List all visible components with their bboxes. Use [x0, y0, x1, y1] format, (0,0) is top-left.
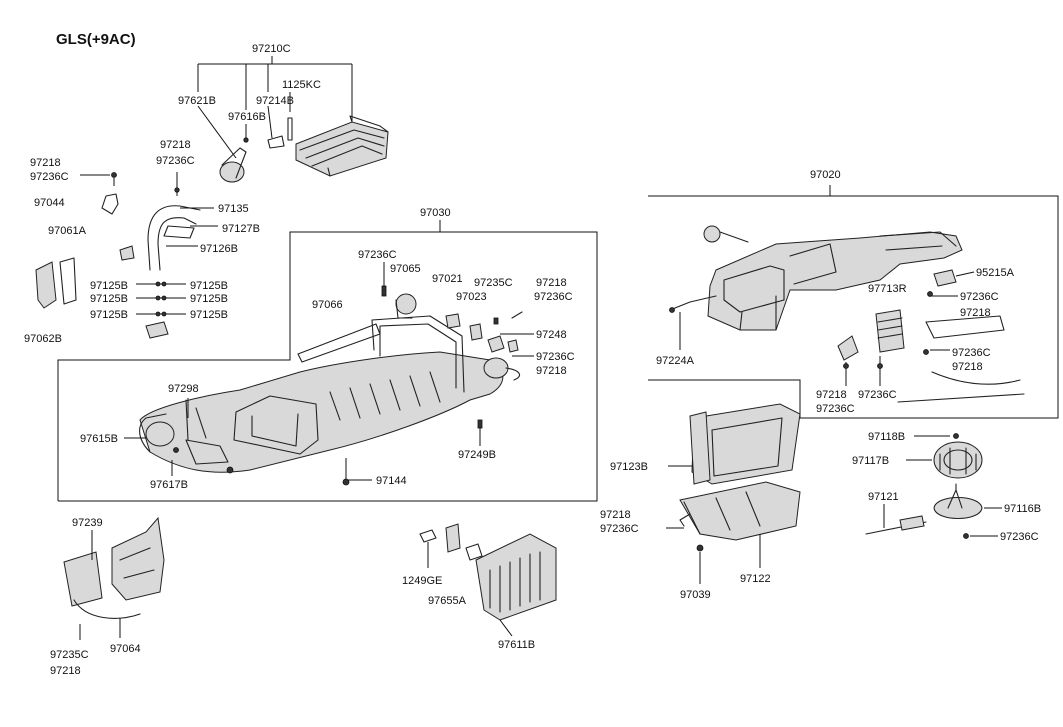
- label-97144: 97144: [376, 475, 407, 487]
- blower-case-97020: [669, 225, 963, 331]
- label-97616B: 97616B: [228, 111, 266, 123]
- label-97236C-g: 97236C: [952, 347, 991, 359]
- frame-97030: [57, 220, 598, 502]
- motor-97065: [395, 293, 417, 319]
- label-97621B: 97621B: [178, 95, 216, 107]
- pipe-fittings-1249GE: [419, 523, 461, 568]
- label-97236C-d: 97236C: [534, 291, 573, 303]
- label-97236C-h: 97236C: [858, 389, 897, 401]
- label-97236C-k: 97236C: [600, 523, 639, 535]
- label-97236C-f: 97236C: [960, 291, 999, 303]
- screw-97236C-heater: [381, 262, 387, 297]
- label-97655A: 97655A: [428, 595, 467, 607]
- label-97214B: 97214B: [256, 95, 294, 107]
- label-97062B: 97062B: [24, 333, 62, 345]
- label-97064: 97064: [110, 643, 141, 655]
- label-97125B-2: 97125B: [190, 280, 228, 292]
- label-95215A: 95215A: [976, 267, 1015, 279]
- duct-part-97210C: [295, 115, 389, 177]
- label-97239: 97239: [72, 517, 103, 529]
- label-97122: 97122: [740, 573, 771, 585]
- label-97236C-a: 97236C: [156, 155, 195, 167]
- label-97066: 97066: [312, 299, 343, 311]
- label-97235C-a: 97235C: [474, 277, 513, 289]
- lever-bracket-97062B: [35, 257, 169, 339]
- label-97218-g: 97218: [816, 389, 847, 401]
- label-97218-i: 97218: [50, 665, 81, 677]
- label-97218-e: 97218: [960, 307, 991, 319]
- label-97617B: 97617B: [150, 479, 188, 491]
- label-97065: 97065: [390, 263, 421, 275]
- label-97218-h: 97218: [600, 509, 631, 521]
- label-97218-b: 97218: [30, 157, 61, 169]
- label-97236C-i: 97236C: [816, 403, 855, 415]
- label-97023: 97023: [456, 291, 487, 303]
- leader-97210C: [197, 56, 353, 159]
- label-97121: 97121: [868, 491, 899, 503]
- label-97615B: 97615B: [80, 433, 118, 445]
- label-97298: 97298: [168, 383, 199, 395]
- clip-97044: [101, 193, 119, 215]
- label-97125B-6: 97125B: [190, 309, 228, 321]
- label-97218-a: 97218: [160, 139, 191, 151]
- label-97125B-1: 97125B: [90, 280, 128, 292]
- label-97135: 97135: [218, 203, 249, 215]
- actuators-97021: [445, 311, 523, 381]
- label-97117B: 97117B: [852, 455, 889, 467]
- label-97210C: 97210C: [252, 43, 291, 55]
- cable-assembly-97126B: [147, 205, 218, 271]
- label-97125B-3: 97125B: [90, 293, 128, 305]
- leaders-97020: [669, 271, 975, 386]
- label-97218-c: 97218: [536, 277, 567, 289]
- cable-97121: [865, 504, 927, 535]
- frame-97020: [648, 185, 1059, 419]
- leaders-heater: [124, 333, 534, 486]
- label-97235C-b: 97235C: [50, 649, 89, 661]
- label-97127B: 97127B: [222, 223, 260, 235]
- actuator-97239: [63, 516, 165, 640]
- case-97122: [666, 481, 801, 584]
- page-title: GLS(+9AC): [56, 31, 136, 48]
- label-97713R: 97713R: [868, 283, 907, 295]
- label-97123B: 97123B: [610, 461, 648, 473]
- evaporator-core-97611B: [465, 533, 557, 637]
- label-97116B: 97116B: [1004, 503, 1041, 515]
- heater-unit-97030: [139, 315, 504, 474]
- screw-97236C-top: [80, 172, 117, 186]
- label-97044: 97044: [34, 197, 65, 209]
- label-97030: 97030: [420, 207, 451, 219]
- label-97236C-c: 97236C: [358, 249, 397, 261]
- label-97224A: 97224A: [656, 355, 695, 367]
- label-97218-f: 97218: [952, 361, 983, 373]
- label-97236C-e: 97236C: [536, 351, 575, 363]
- label-97218-d: 97218: [536, 365, 567, 377]
- label-97236C-j: 97236C: [1000, 531, 1039, 543]
- bracket-part-97214B: [267, 117, 293, 149]
- label-97125B-4: 97125B: [190, 293, 228, 305]
- label-97126B: 97126B: [200, 243, 238, 255]
- resistor-97713R: [837, 269, 1025, 403]
- label-97020: 97020: [810, 169, 841, 181]
- small-clip-left: [119, 245, 135, 261]
- label-97118B: 97118B: [868, 431, 905, 443]
- label-97248: 97248: [536, 329, 567, 341]
- blower-fan-97117B: [906, 433, 983, 479]
- label-97611B: 97611B: [498, 639, 535, 651]
- label-1125KC: 1125KC: [282, 79, 321, 91]
- blower-motor-97116B: [933, 483, 1002, 539]
- label-97236C-b: 97236C: [30, 171, 69, 183]
- blower-actuator-part: [219, 137, 249, 183]
- label-1249GE: 1249GE: [402, 575, 442, 587]
- label-97021: 97021: [432, 273, 463, 285]
- label-97125B-5: 97125B: [90, 309, 128, 321]
- label-97039: 97039: [680, 589, 711, 601]
- clips-97125B: [136, 281, 186, 317]
- label-97061A: 97061A: [48, 225, 87, 237]
- label-97249B: 97249B: [458, 449, 496, 461]
- evaporator-97123B: [668, 403, 801, 485]
- screw-97236C-mid: [174, 172, 180, 196]
